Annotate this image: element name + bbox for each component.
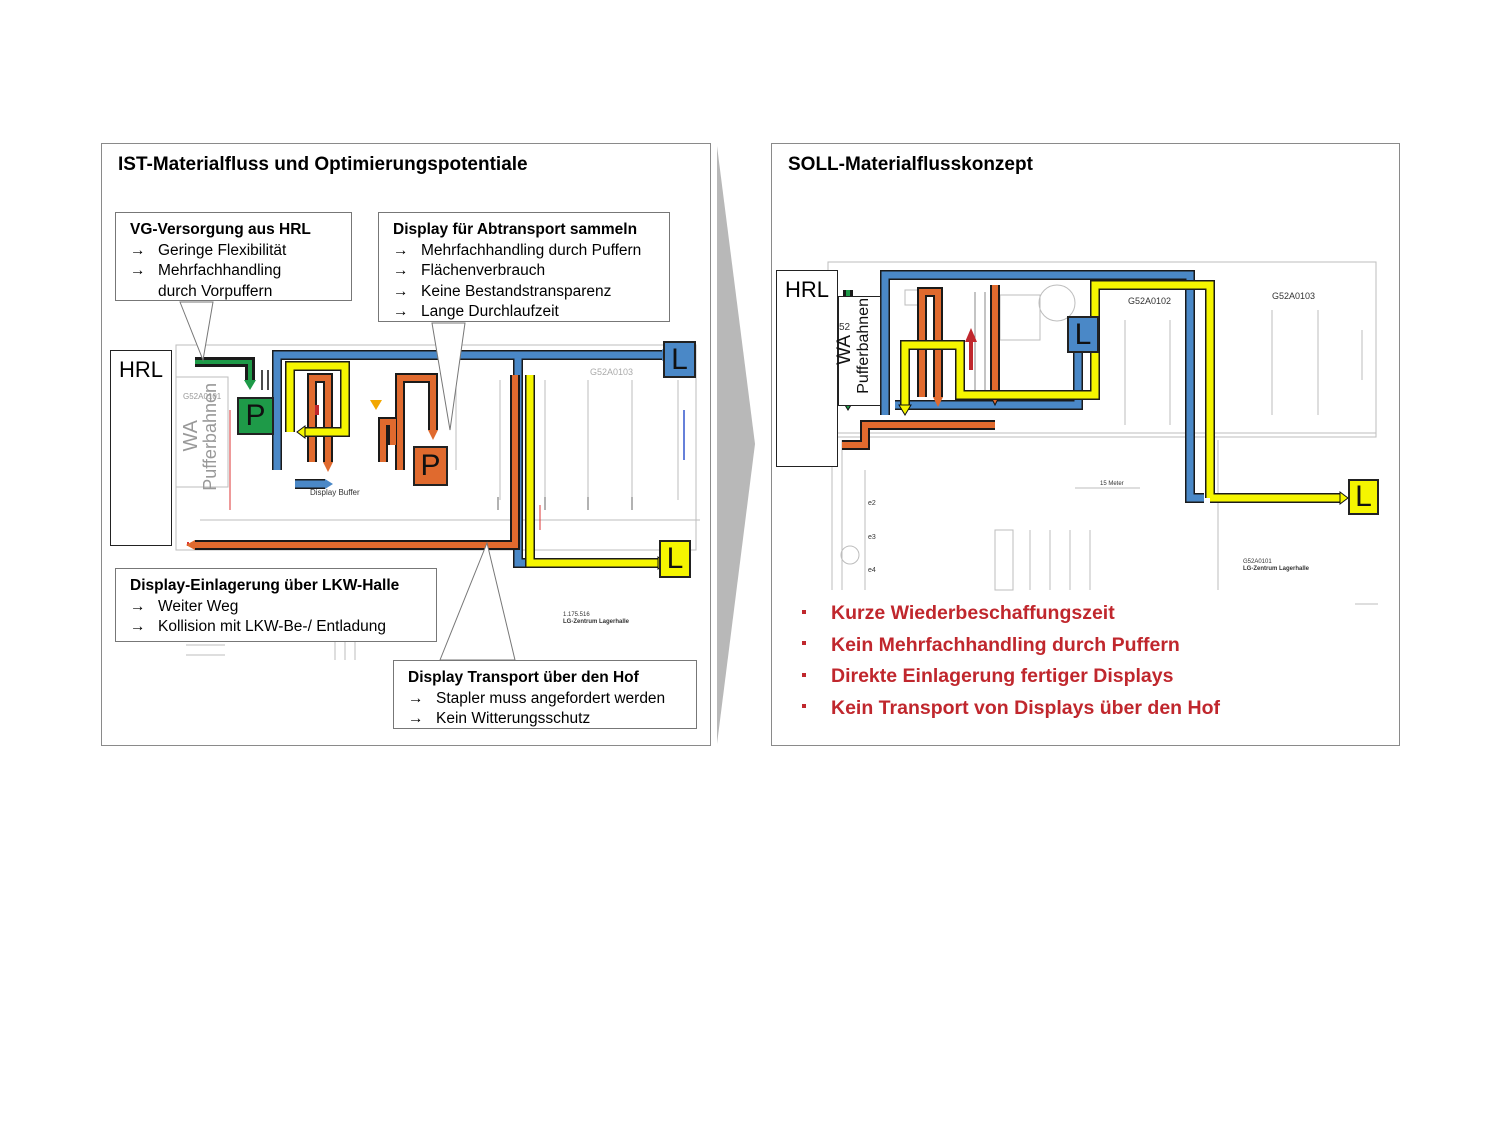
arrow-icon: → bbox=[130, 597, 146, 615]
benefit-text: Kein Transport von Displays über den Hof bbox=[831, 696, 1220, 719]
ist-p-orange-box: P bbox=[413, 446, 448, 486]
soll-e3: e3 bbox=[868, 534, 876, 541]
callout-vg-continuation: durch Vorpuffern bbox=[158, 282, 273, 300]
ist-plan-title: LG-Zentrum Lagerhalle bbox=[563, 619, 630, 625]
callout-sammeln-title: Display für Abtransport sammeln bbox=[393, 221, 638, 238]
soll-wa-box bbox=[838, 296, 881, 406]
callout-vg-item: Geringe Flexibilität bbox=[158, 241, 287, 259]
ist-hrl-label: HRL bbox=[119, 357, 164, 382]
ist-l-blue-box: L bbox=[663, 341, 696, 378]
soll-plan-title: LG-Zentrum Lagerhalle bbox=[1243, 566, 1310, 572]
callout-vg-versorgung: VG-Versorgung aus HRL → Geringe Flexibili… bbox=[115, 212, 352, 301]
callout-einlagerung-title: Display-Einlagerung über LKW-Halle bbox=[130, 577, 400, 594]
ist-panel-title: IST-Materialfluss und Optimierungspotent… bbox=[118, 154, 528, 175]
ist-hrl-block: HRL bbox=[110, 350, 172, 546]
benefit-text: Direkte Einlagerung fertiger Displays bbox=[831, 665, 1174, 687]
callout-display-transport: Display Transport über den Hof → Stapler … bbox=[393, 660, 697, 729]
ist-area-code-2: G52A0101 bbox=[183, 392, 222, 401]
soll-e4: e4 bbox=[868, 567, 876, 574]
ist-area-code: G52A0103 bbox=[590, 367, 634, 377]
arrow-icon: → bbox=[408, 689, 424, 707]
benefit-text: Kurze Wiederbeschaffungszeit bbox=[831, 602, 1115, 624]
callout-display-sammeln: Display für Abtransport sammeln → Mehrfac… bbox=[378, 212, 670, 322]
soll-dim-text: 15 Meter bbox=[1100, 481, 1124, 487]
callout-vg-item: Mehrfachhandling bbox=[158, 262, 282, 279]
arrow-icon: → bbox=[130, 262, 146, 279]
bullet-icon bbox=[802, 704, 806, 709]
bullet-icon bbox=[802, 672, 806, 677]
soll-panel-title: SOLL-Materialflusskonzept bbox=[788, 154, 1033, 175]
benefit-text: Kein Mehrfachhandling durch Puffern bbox=[831, 633, 1180, 656]
callout-einlagerung-item: Weiter Weg bbox=[158, 597, 239, 615]
soll-num-52: 52 bbox=[839, 322, 851, 333]
soll-pufferbahnen-label: Pufferbahnen bbox=[855, 298, 872, 394]
soll-area-code-1: G52A0102 bbox=[1128, 296, 1172, 306]
benefit-item: Kein Transport von Displays über den Hof bbox=[800, 693, 1220, 725]
soll-wa-label: WA bbox=[834, 335, 855, 365]
callout-vg-title: VG-Versorgung aus HRL bbox=[130, 221, 311, 238]
soll-area-code-3: G52A0101 bbox=[1243, 559, 1272, 565]
ist-p-green-box: P bbox=[237, 397, 274, 435]
soll-area-code-2: G52A0103 bbox=[1272, 291, 1316, 301]
soll-panel bbox=[771, 143, 1400, 746]
ist-plan-code: 1.175.516 bbox=[563, 612, 590, 618]
soll-l-blue-box: L bbox=[1067, 316, 1099, 353]
arrow-icon: → bbox=[130, 618, 146, 635]
callout-display-einlagerung: Display-Einlagerung über LKW-Halle → Weit… bbox=[115, 568, 437, 642]
arrow-icon: → bbox=[130, 241, 146, 259]
ist-display-buffer-label: Display Buffer bbox=[310, 488, 360, 497]
callout-transport-item: Stapler muss angefordert werden bbox=[436, 689, 666, 707]
soll-e2: e2 bbox=[868, 500, 876, 507]
bullet-icon bbox=[802, 641, 806, 646]
callout-transport-title: Display Transport über den Hof bbox=[408, 669, 639, 686]
callout-sammeln-item: Mehrfachhandling durch Puffern bbox=[421, 241, 642, 259]
callout-sammeln-item: Keine Bestandstransparenz bbox=[421, 282, 612, 300]
callout-sammeln-item: Flächenverbrauch bbox=[421, 262, 546, 279]
arrow-icon: → bbox=[393, 262, 409, 279]
benefit-item: Kein Mehrfachhandling durch Puffern bbox=[800, 630, 1220, 662]
arrow-icon: → bbox=[393, 282, 409, 300]
soll-l-yellow-box: L bbox=[1348, 479, 1379, 515]
ist-l-yellow-box: L bbox=[659, 540, 691, 578]
soll-hrl-label: HRL bbox=[785, 277, 830, 302]
callout-sammeln-item: Lange Durchlaufzeit bbox=[421, 303, 559, 320]
callout-transport-item: Kein Witterungsschutz bbox=[436, 710, 591, 727]
soll-benefits-list: Kurze Wiederbeschaffungszeit Kein Mehrfa… bbox=[800, 598, 1220, 724]
arrow-icon: → bbox=[393, 303, 409, 320]
arrow-icon: → bbox=[393, 241, 409, 259]
soll-hrl-block: HRL bbox=[776, 270, 838, 467]
callout-einlagerung-item: Kollision mit LKW-Be-/ Entladung bbox=[158, 618, 387, 635]
arrow-icon: → bbox=[408, 710, 424, 727]
bullet-icon bbox=[802, 609, 806, 614]
benefit-item: Direkte Einlagerung fertiger Displays bbox=[800, 661, 1220, 693]
benefit-item: Kurze Wiederbeschaffungszeit bbox=[800, 598, 1220, 630]
